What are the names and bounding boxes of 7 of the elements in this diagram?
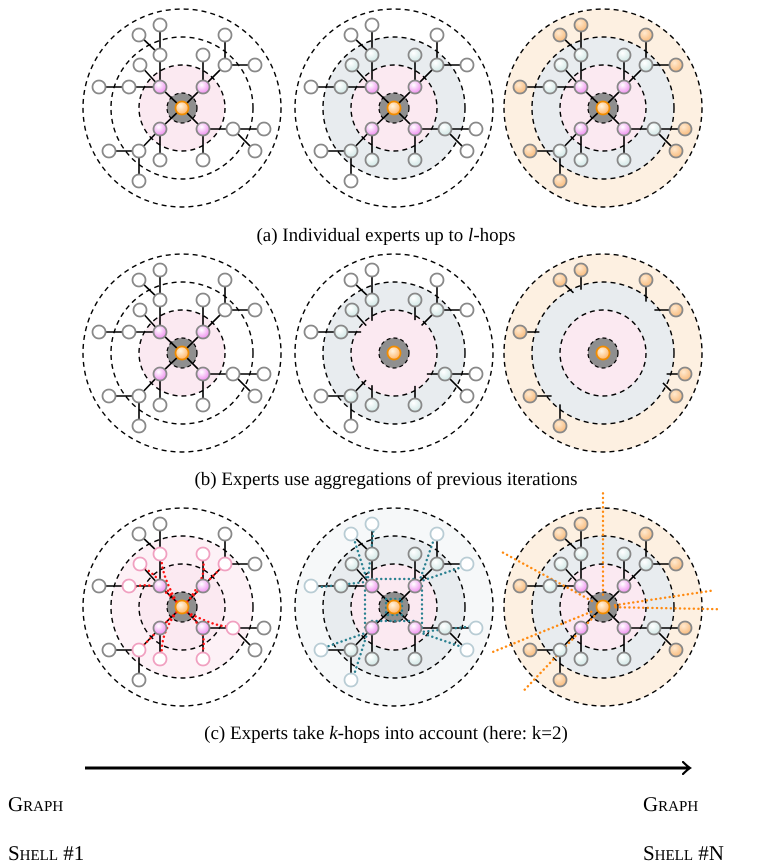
axis-label: Graph [643, 793, 698, 816]
axis-label: Shell #1 [8, 842, 84, 866]
axis-label: Graph [8, 793, 64, 816]
caption: (c) Experts take k-hops into account (here: k=2) [204, 724, 568, 745]
caption: (b) Experts use aggregations of previous iterations [194, 470, 578, 491]
caption: (a) Individual experts up to l-hops [256, 226, 516, 247]
axis-label: Shell #N [643, 842, 724, 866]
